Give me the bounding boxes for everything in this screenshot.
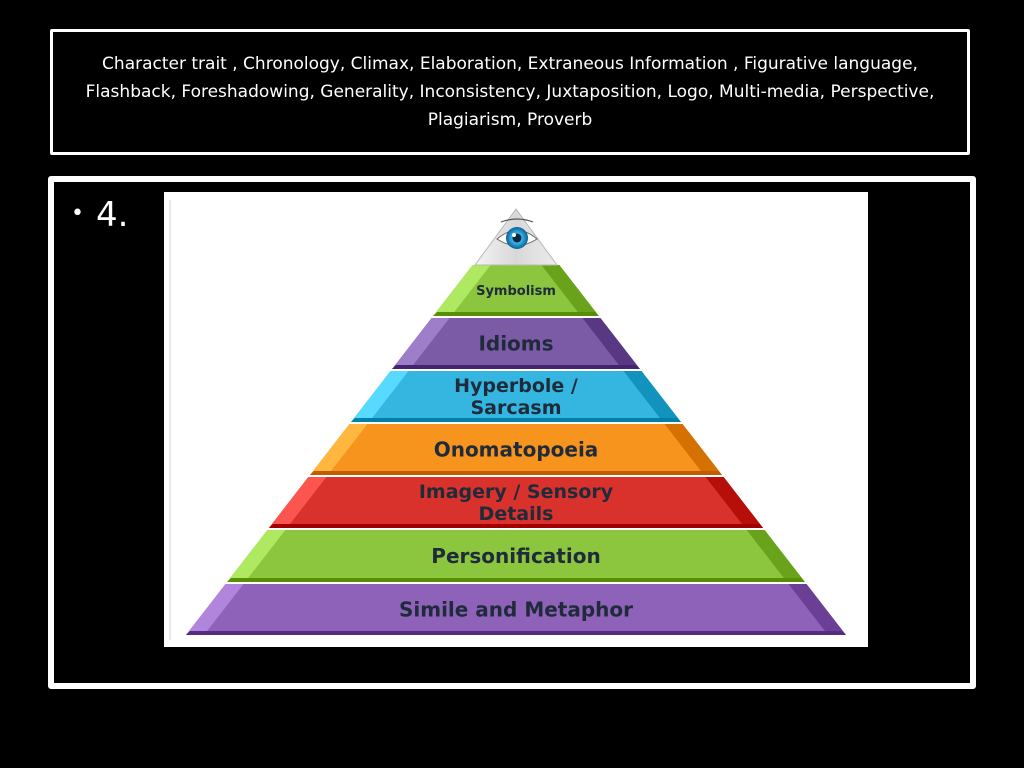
pyramid-level-right-bevel — [788, 584, 846, 635]
eye-icon — [474, 208, 558, 266]
pyramid-level-right-bevel — [664, 424, 723, 475]
pyramid-level-right-bevel — [623, 371, 681, 422]
pyramid-level-left-bevel — [309, 424, 368, 475]
pyramid-level-band — [268, 477, 764, 528]
pyramid-level-left-bevel — [186, 584, 244, 635]
pyramid-level-shadow — [227, 578, 805, 582]
pyramid-level-idioms: Idioms — [392, 318, 640, 369]
pyramid-level-right-bevel — [541, 265, 599, 316]
pyramid-level-right-bevel — [746, 530, 805, 582]
pyramid-level-left-bevel — [268, 477, 327, 528]
pyramid-level-band — [186, 584, 846, 635]
pyramid-level-simile-and-metaphor: Simile and Metaphor — [186, 584, 846, 635]
pyramid-level-symbolism: Symbolism — [433, 265, 599, 316]
pyramid-level-band — [309, 424, 723, 475]
slide-title: Character trait , Chronology, Climax, El… — [85, 54, 935, 130]
pyramid-level-label: Idioms — [478, 332, 553, 356]
pyramid-level-shadow — [392, 365, 640, 369]
pyramid-level-shadow — [309, 471, 723, 475]
pyramid-level-shadow — [186, 631, 846, 635]
bullet-text: 4. — [95, 195, 129, 235]
pyramid-level-right-bevel — [582, 318, 640, 369]
pyramid-level-hyperbole-sarcasm: Hyperbole /Sarcasm — [351, 371, 681, 422]
pyramid-level-label: Hyperbole /Sarcasm — [454, 375, 578, 419]
pyramid-level-right-bevel — [705, 477, 764, 528]
pyramid-level-label: Onomatopoeia — [434, 438, 599, 462]
pyramid-level-left-bevel — [351, 371, 409, 422]
pyramid-level-personification: Personification — [227, 530, 805, 582]
bullet-item: • 4. — [71, 190, 128, 239]
pyramid-level-shadow — [351, 418, 681, 422]
pyramid-level-shadow — [433, 312, 599, 316]
pyramid-level-onomatopoeia: Onomatopoeia — [309, 424, 723, 475]
pyramid-level-band — [392, 318, 640, 369]
pyramid-level-label: Personification — [431, 544, 600, 568]
pyramid-level-band — [351, 371, 681, 422]
title-box: Character trait , Chronology, Climax, El… — [50, 29, 970, 155]
pyramid-level-label: Symbolism — [476, 284, 556, 299]
pyramid-level-left-bevel — [392, 318, 450, 369]
pyramid-level-band — [227, 530, 805, 582]
pyramid-level-label: Simile and Metaphor — [399, 598, 633, 622]
bullet-marker: • — [71, 201, 84, 226]
pyramid-level-shadow — [268, 524, 764, 528]
pyramid-level-left-bevel — [433, 265, 491, 316]
pyramid-level-left-bevel — [227, 530, 286, 582]
